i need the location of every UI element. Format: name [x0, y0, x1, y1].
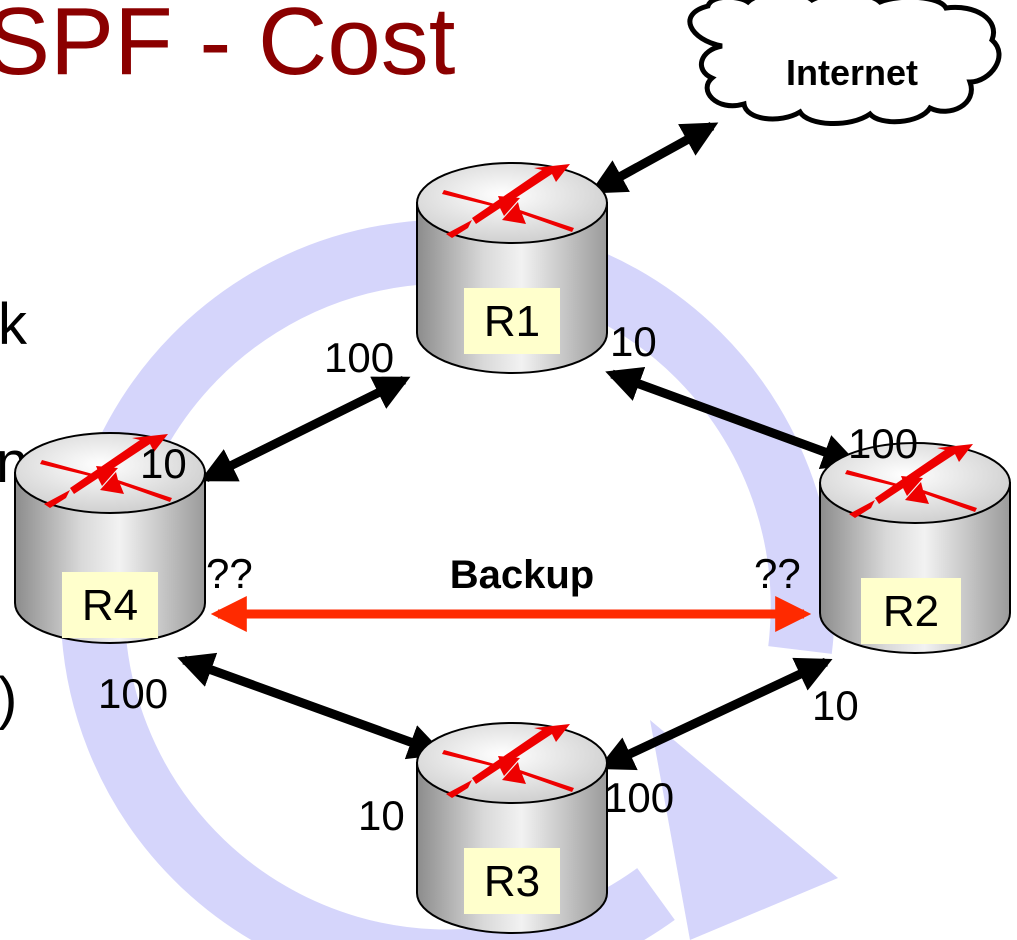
- cost-r4-to-r1: 10: [140, 440, 187, 487]
- body-text-fragment-1: k: [0, 292, 27, 357]
- router-r1-label-box: [464, 288, 560, 354]
- router-r2-label: R2: [883, 587, 939, 636]
- router-r2-label-box: [861, 578, 961, 644]
- link-r1-r2: [605, 367, 859, 469]
- router-r2: R2: [819, 442, 1011, 654]
- cost-r1-to-r2: 10: [610, 318, 657, 365]
- router-r3: R3: [416, 722, 608, 934]
- link-r1-internet: [589, 122, 719, 194]
- cost-r1-to-r4: 100: [324, 334, 394, 381]
- router-r3-label-box: [464, 848, 560, 914]
- cost-r2-to-r1: 100: [848, 420, 918, 467]
- router-r4-label-box: [62, 572, 158, 638]
- link-r1-r4: [199, 375, 411, 483]
- cost-r2-backup: ??: [754, 550, 801, 597]
- router-r1-label: R1: [484, 297, 540, 346]
- router-r4: R4: [14, 432, 206, 644]
- link-r4-r3: [177, 652, 445, 760]
- flow-ring-arrow: [60, 219, 838, 940]
- body-text-fragment-3: ): [0, 670, 17, 728]
- link-r2-r3: [597, 657, 833, 771]
- backup-label: Backup: [450, 553, 595, 597]
- router-r1: R1: [416, 162, 608, 374]
- cost-r3-to-r4: 10: [358, 792, 405, 839]
- cost-r4-to-r3: 100: [98, 670, 168, 717]
- internet-cloud-icon: Internet: [687, 0, 1002, 126]
- internet-label: Internet: [786, 52, 918, 93]
- router-r4-label: R4: [82, 581, 138, 630]
- cost-r4-backup: ??: [206, 550, 253, 597]
- cost-r2-to-r3: 10: [812, 682, 859, 729]
- slide-title: SPF - Cost: [0, 0, 456, 95]
- router-r3-label: R3: [484, 857, 540, 906]
- cost-r3-to-r2: 100: [604, 774, 674, 821]
